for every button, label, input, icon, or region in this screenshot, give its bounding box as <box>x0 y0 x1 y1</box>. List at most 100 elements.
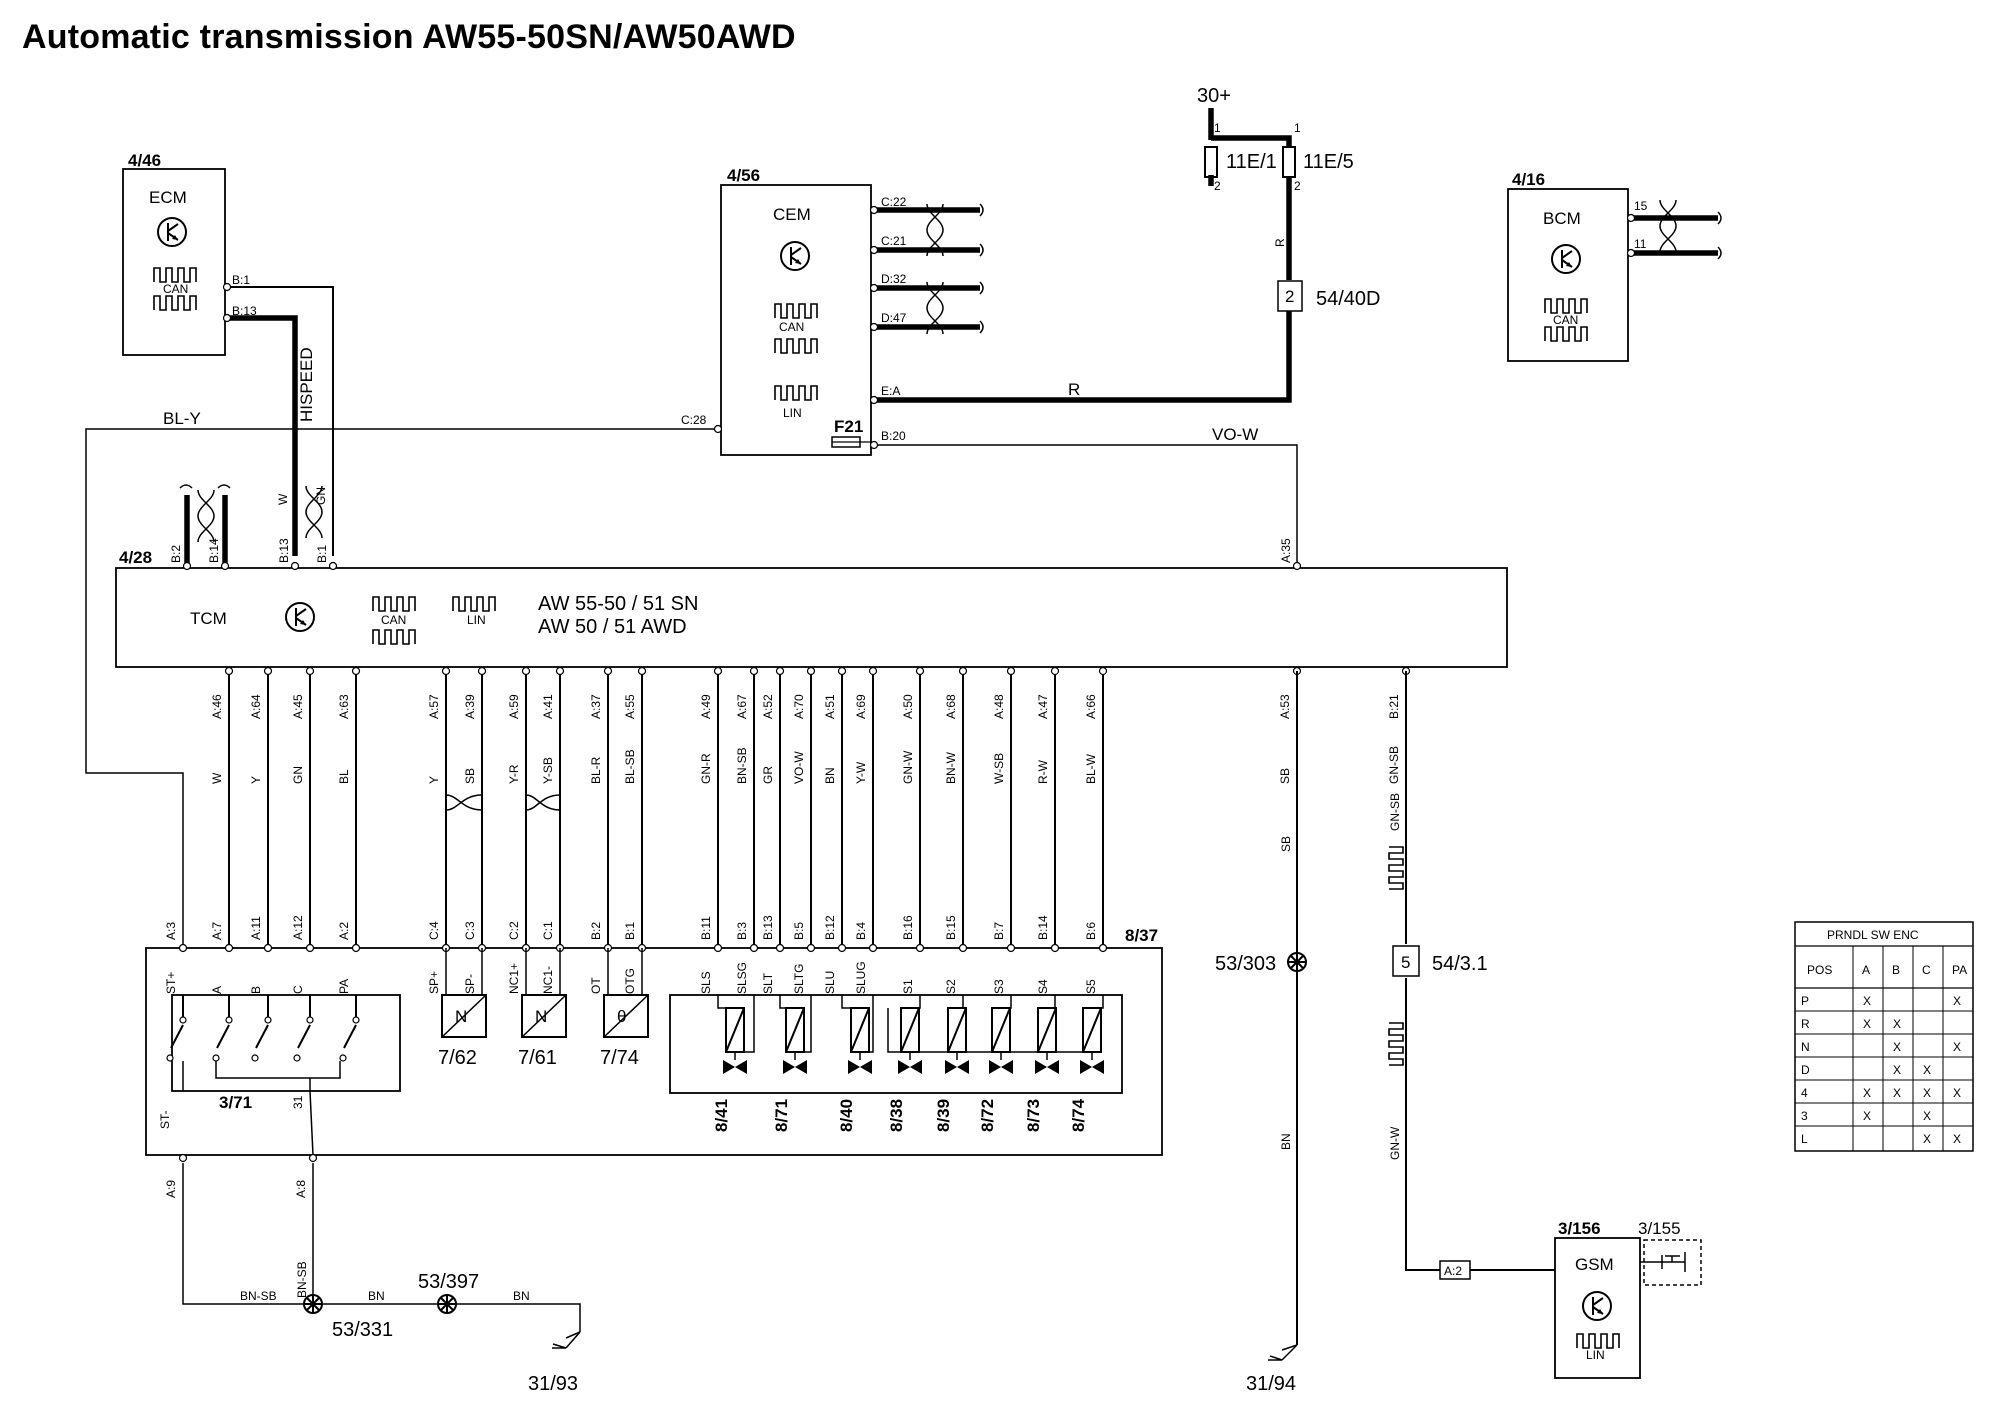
prndl-cell: 3 <box>1801 1109 1808 1123</box>
wire-color-label: BN <box>823 767 837 784</box>
wire-color-label: BL-SB <box>623 749 637 784</box>
cem-pins: C:22 C:21 D:32 D:47 E:A C:28 B:20 <box>681 195 907 450</box>
connector-54-40d-pin: 2 <box>1285 287 1294 306</box>
prndl-header: B <box>1892 963 1900 977</box>
wire-color-label: BN-W <box>944 751 958 784</box>
wire-vo-w-label: VO-W <box>1212 425 1258 444</box>
prndl-cell: X <box>1923 1086 1931 1100</box>
prndl-cell: X <box>1953 1132 1961 1146</box>
tcm-pin-dot <box>637 666 647 676</box>
valve-body-pin-dot <box>1050 943 1060 953</box>
gsm-module: 3/156 GSM LIN 3/155 <box>1554 1219 1702 1379</box>
bcm-ref: 4/16 <box>1512 170 1545 189</box>
valve-body-pin-label: C:3 <box>463 921 477 940</box>
prndl-header: C <box>1922 963 1931 977</box>
wire-color-label: Y-R <box>507 764 521 784</box>
switch-contact <box>255 1024 269 1049</box>
solenoid-common <box>887 1008 1092 1053</box>
valve-body-pin-name: S2 <box>944 979 958 994</box>
twist-wire <box>525 794 561 811</box>
valve-body-pin-dot <box>713 943 723 953</box>
tcm-pin-label: A:47 <box>1036 694 1050 719</box>
prndl-cell: N <box>1801 1040 1810 1054</box>
tcm-pin-label: A:45 <box>291 694 305 719</box>
valve-body-pin-label: B:6 <box>1084 922 1098 940</box>
tcm-pin-dot <box>837 666 847 676</box>
valve-icon <box>898 1060 922 1074</box>
valve-body-pin-label: B:13 <box>761 915 775 940</box>
tcm-pin-label: A:64 <box>249 694 263 719</box>
prndl-cell: X <box>1953 994 1961 1008</box>
bcm-name: BCM <box>1543 209 1581 228</box>
tcm-pin-label: A:41 <box>541 694 555 719</box>
switch-contact-dot <box>179 1016 187 1024</box>
wire-color-label: W-SB <box>992 753 1006 784</box>
tcm-bottom-wires: A:46WA:64YA:45GNA:63BLA:57YA:39SBA:59Y-R… <box>210 666 1411 945</box>
fuse-11e5-pin1: 1 <box>1294 121 1301 135</box>
transistor-icon <box>157 217 187 247</box>
valve-body-pin-name: SLS <box>699 971 713 994</box>
wire-color-label: BL-W <box>1084 753 1098 784</box>
valve-body-pin-dot <box>263 943 273 953</box>
valve-body: 8/37 3/71 <box>145 926 1163 1156</box>
ecm-ref: 4/46 <box>128 151 161 170</box>
valve-body-pin-name: NC1+ <box>507 963 521 994</box>
valve-body-elements: A:3ST+A:7AA:11BA:12CA:2PAC:4SP+C:3SP-C:2… <box>158 915 1123 1198</box>
connector-a2: A:2 <box>1444 1264 1462 1278</box>
wire-color-label: GN-R <box>699 753 713 784</box>
valve-body-pin-dot <box>806 943 816 953</box>
solenoid-icon <box>900 1007 920 1053</box>
fuse-11e1: 1 2 11E/1 <box>1204 121 1277 193</box>
switch-contact-dot <box>352 1016 360 1024</box>
connector-54-40d-label: 54/40D <box>1316 288 1381 310</box>
cem-pin-d32: D:32 <box>881 272 907 286</box>
wire-bn-sb-vertical-label: BN-SB <box>295 1261 309 1298</box>
valve-body-pin-label: A:2 <box>337 922 351 940</box>
gsm-switch-ref: 3/155 <box>1638 1219 1681 1238</box>
tcm-bus2-label: LIN <box>467 613 486 627</box>
valve-icon <box>945 1060 969 1074</box>
transistor-icon <box>285 602 315 632</box>
wire-gn-sb-label: GN-SB <box>1388 793 1402 831</box>
wire-color-label: SB <box>463 768 477 784</box>
cem-pin-c22: C:22 <box>881 195 907 209</box>
connector-54-3-1-label: 54/3.1 <box>1432 953 1488 975</box>
cem-pin-b20: B:20 <box>881 429 906 443</box>
switch-common <box>215 1061 341 1079</box>
solenoid-ref: 8/73 <box>1024 1099 1043 1132</box>
tcm-pin-label: A:68 <box>944 694 958 719</box>
sensor-icon <box>521 994 567 1038</box>
valve-body-pin-label: B:11 <box>699 916 713 940</box>
solenoid-wire <box>1001 995 1012 1009</box>
valve-body-pin-label: B:1 <box>623 922 637 940</box>
tcm-pin-dot <box>263 666 273 676</box>
sensor-icon <box>441 994 487 1038</box>
valve-body-pin-name: OT <box>589 977 603 994</box>
twist-wire <box>525 794 561 811</box>
gsm-bus-label: LIN <box>1586 1348 1605 1362</box>
tcm-pin-dot <box>555 666 565 676</box>
switch-contact-dot <box>166 1054 174 1062</box>
lin-pulse-icon <box>1576 1333 1620 1349</box>
valve-body-pin-name: SLU <box>823 971 837 994</box>
cem-bus-label: CAN <box>779 320 804 334</box>
ground-31-label: 31 <box>291 1095 305 1109</box>
wire-color-label: GR <box>761 766 775 784</box>
solenoid-wire <box>1047 995 1056 1009</box>
cem-module: 4/56 CEM CAN LIN F21 <box>720 166 872 456</box>
valve-body-pin-label: B:14 <box>1036 915 1050 940</box>
tcm-pin-b1: B:1 <box>315 545 329 563</box>
valve-icon <box>1080 1060 1104 1074</box>
switch-contact-dot <box>251 1054 259 1062</box>
ecm-module: 4/46 ECM CAN B:1 B:13 <box>122 151 257 356</box>
valve-body-pin-label: A:11 <box>249 916 263 940</box>
tcm-pin-dot <box>806 666 816 676</box>
wire-sb-label: SB <box>1279 836 1293 852</box>
tcm-pin-label: A:70 <box>792 694 806 719</box>
cem-can-twisted-pairs <box>877 203 984 335</box>
tcm-pin-label: A:66 <box>1084 694 1098 719</box>
prndl-cell: X <box>1863 1109 1871 1123</box>
splice-53-397: 53/397 <box>418 1271 479 1293</box>
tcm-pin-label: A:59 <box>507 694 521 719</box>
